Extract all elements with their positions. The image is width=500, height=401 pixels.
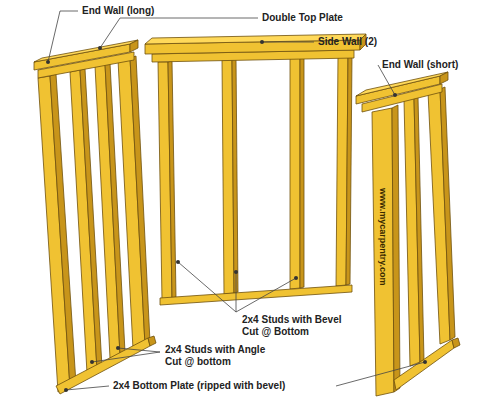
side-wall bbox=[145, 34, 366, 305]
wall-label: Side Wall (2) bbox=[318, 36, 377, 48]
leader-lines bbox=[48, 11, 425, 390]
wall-label: End Wall (short) bbox=[382, 59, 458, 71]
end-wall-long bbox=[34, 40, 156, 394]
part-label: 2x4 Bottom Plate (ripped with bevel) bbox=[113, 380, 285, 392]
watermark: www.mycarpentry.com bbox=[377, 188, 388, 286]
part-label: 2x4 Studs with Bevel Cut @ Bottom bbox=[242, 314, 346, 338]
end-wall-short bbox=[356, 72, 460, 396]
part-label: 2x4 Studs with Angle Cut @ bottom bbox=[165, 344, 275, 368]
leader-dots bbox=[46, 40, 427, 392]
part-label: Double Top Plate bbox=[262, 12, 343, 24]
wall-label: End Wall (long) bbox=[82, 5, 154, 17]
